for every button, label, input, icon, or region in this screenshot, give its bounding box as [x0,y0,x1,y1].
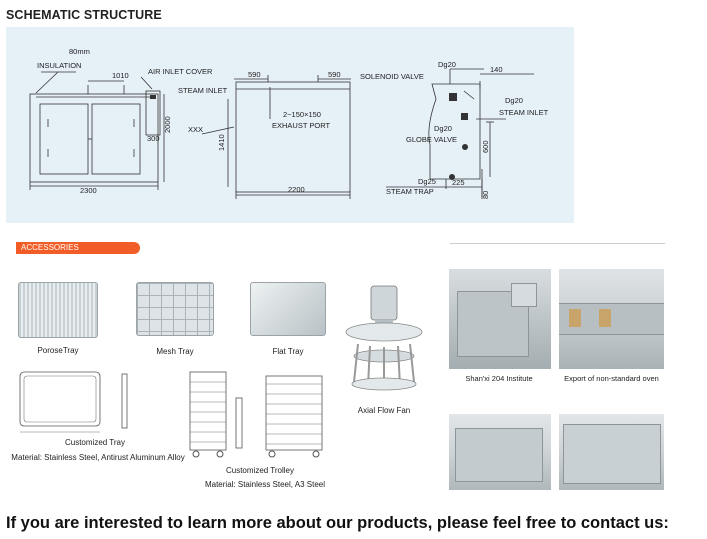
label-dg20-b: Dg20 [505,96,523,105]
label-1410: 1410 [217,134,226,151]
photo-shanxi-oven [449,269,551,369]
photo-export-oven [559,269,664,369]
label-80: 80 [481,191,490,199]
label-exhaust-size: 2~150×150 [283,110,321,119]
customized-trolley-caption: Customized Trolley [225,466,295,475]
customized-trolley-material: Material: Stainless Steel, A3 Steel [204,480,326,489]
schematic-drawing: 80mm INSULATION 1010 AIR INLET COVER STE… [29,47,549,199]
schematic-title: SCHEMATIC STRUCTURE [6,8,162,22]
label-80mm: 80mm [69,47,90,56]
oven-side-outline [235,81,351,193]
label-globe-valve: GLOBE VALVE [406,135,457,144]
photo-oven-row-1 [449,414,551,490]
label-2300: 2300 [80,186,97,195]
label-steam-inlet-right: STEAM INLET [499,108,549,117]
label-xxx: XXX [188,125,203,134]
control-box [145,90,161,136]
label-steam-trap: STEAM TRAP [386,187,434,196]
customized-tray-material: Material: Stainless Steel, Antirust Alum… [11,453,185,462]
label-2200: 2200 [288,185,305,194]
label-140: 140 [490,65,503,74]
mesh-tray-image [136,282,214,336]
axial-flow-fan-image [345,285,423,391]
label-2000: 2000 [163,116,172,133]
label-600: 600 [481,140,490,153]
label-dg20-a: Dg20 [438,60,456,69]
label-590b: 590 [328,70,341,79]
label-air-inlet-cover: AIR INLET COVER [148,67,213,76]
pipe-outline [428,83,481,180]
label-300: 300 [147,134,160,143]
porose-tray-caption: PoroseTray [37,346,79,355]
customized-tray-drawing [19,371,128,433]
customized-tray-caption: Customized Tray [64,438,126,447]
label-insulation: INSULATION [37,61,81,70]
label-225: 225 [452,178,465,187]
accessories-tab: ACCESSORIES [16,242,140,254]
label-1010: 1010 [112,71,129,80]
oven-front-outline [29,93,159,183]
photo-oven-row-2 [559,414,664,490]
label-steam-inlet-left: STEAM INLET [178,86,228,95]
photo-export-caption: Export of non-standard oven [564,374,659,383]
axial-flow-fan-caption: Axial Flow Fan [357,406,411,415]
flat-tray-image [250,282,326,336]
oven-door-right [91,103,141,175]
porose-tray-image [18,282,98,338]
label-exhaust-port: EXHAUST PORT [272,121,330,130]
schematic-diagram: 80mm INSULATION 1010 AIR INLET COVER STE… [6,27,574,223]
oven-door-left [39,103,89,175]
mesh-tray-caption: Mesh Tray [156,347,194,356]
label-solenoid-valve: SOLENOID VALVE [360,72,424,81]
flat-tray-caption: Flat Tray [272,347,304,356]
contact-prompt: If you are interested to learn more abou… [6,514,669,532]
photo-shanxi-caption: Shan'xi 204 Institute [465,374,533,383]
label-dg20-c: Dg20 [434,124,452,133]
customized-trolley-drawing [189,371,323,458]
label-dg25: Dg25 [418,177,436,186]
divider-line [450,243,665,244]
label-590a: 590 [248,70,261,79]
